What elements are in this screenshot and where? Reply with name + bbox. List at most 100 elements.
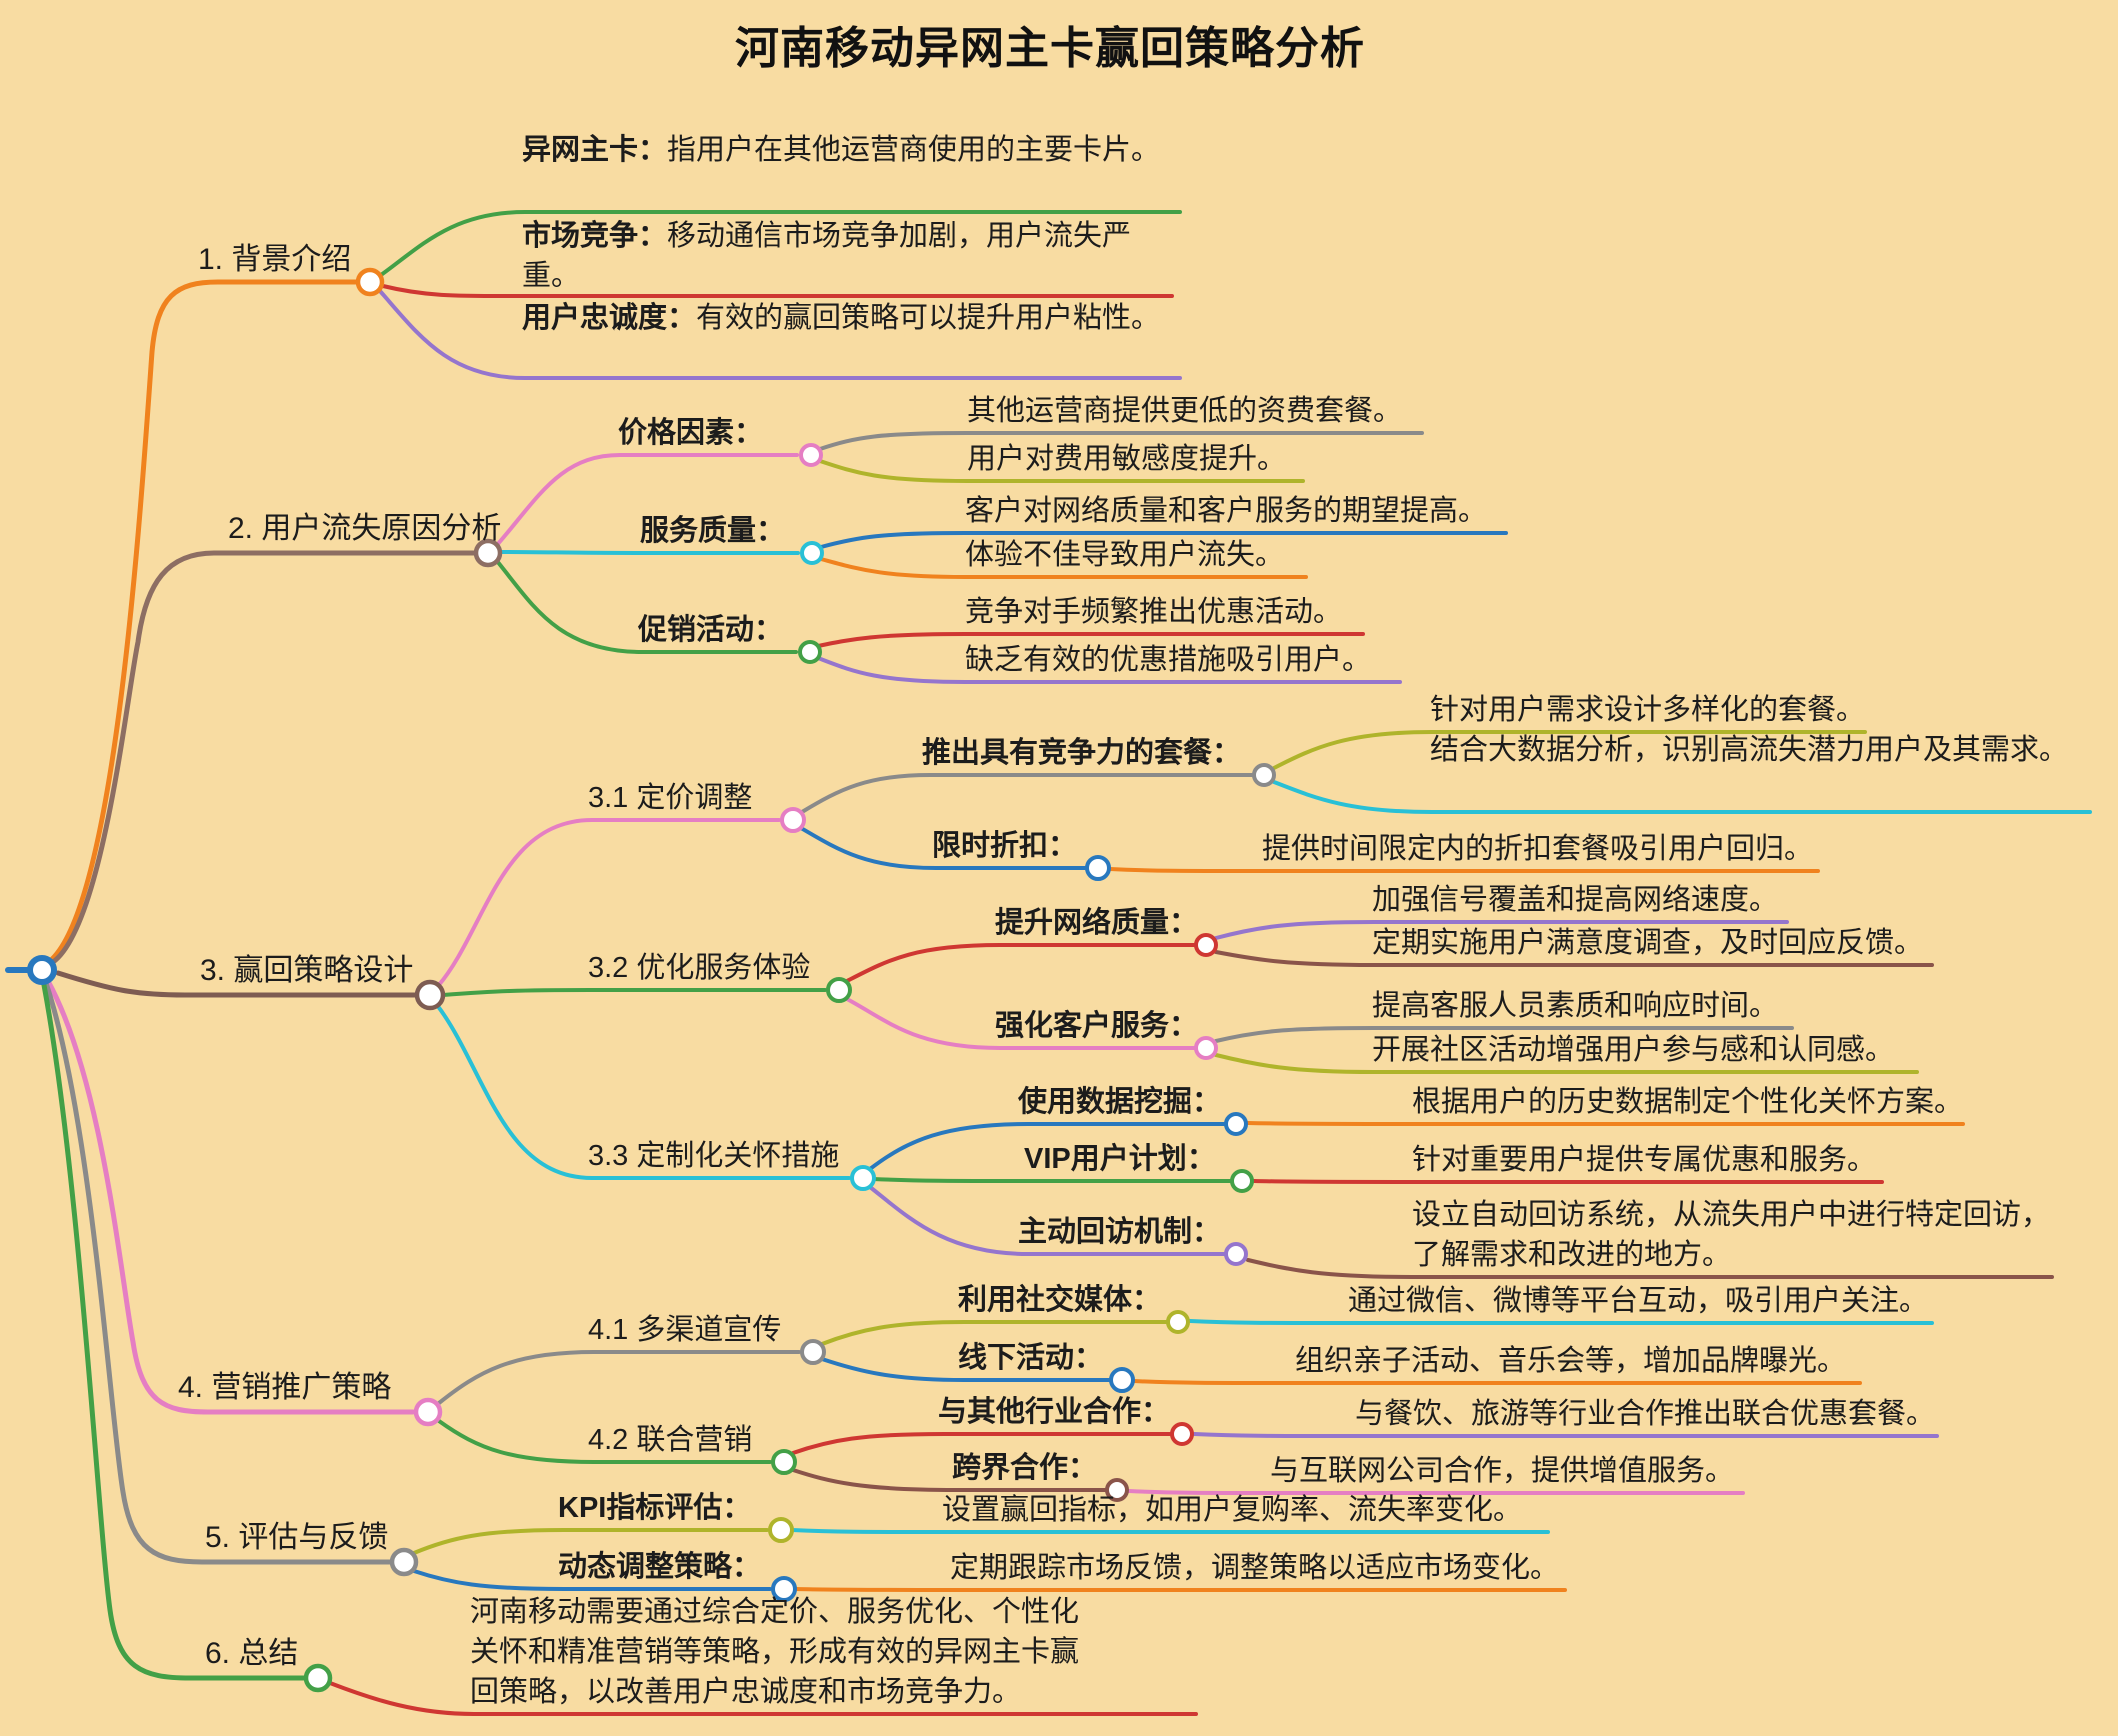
node-2-handle[interactable] [473,538,503,568]
node-price-factor-handle[interactable] [799,443,823,467]
node-3-2-handle[interactable] [826,977,852,1003]
edge-leaf-diverse-packages [1272,730,1867,770]
leaf-staff-quality[interactable]: 提高客服人员素质和响应时间。 [1372,990,1779,1022]
root-node-handle[interactable] [27,955,57,985]
node-service-quality-handle[interactable] [800,541,824,565]
edge-leaf-brand-exposure [1132,1379,1862,1385]
node-4-2-label[interactable]: 4.2 联合营销 [588,1424,753,1456]
node-competitive-package-handle[interactable] [1252,763,1276,787]
node-6-label[interactable]: 6. 总结 [205,1637,299,1670]
leaf-brand-exposure[interactable]: 组织亲子活动、音乐会等，增加品牌曝光。 [1295,1345,1847,1377]
leaf-fee-sensitivity[interactable]: 用户对费用敏感度提升。 [967,443,1287,475]
leaf-market-competition[interactable]: 市场竞争：移动通信市场竞争加剧，用户流失严重。 [522,216,1167,296]
node-competitive-package-label[interactable]: 推出具有竞争力的套餐： [922,737,1242,769]
node-promotion-handle[interactable] [798,640,822,664]
node-strengthen-service-label[interactable]: 强化客户服务： [995,1010,1199,1042]
node-service-quality-label[interactable]: 服务质量： [640,515,786,547]
node-4-label[interactable]: 4. 营销推广策略 [178,1371,392,1404]
leaf-bigdata-analysis[interactable]: 结合大数据分析，识别高流失潜力用户及其需求。 [1430,734,2069,766]
node-4-1-handle[interactable] [800,1339,826,1365]
leaf-vip-benefits[interactable]: 针对重要用户提供专属优惠和服务。 [1412,1144,1877,1176]
node-strengthen-service-handle[interactable] [1194,1036,1218,1060]
node-3-3-label[interactable]: 3.3 定制化关怀措施 [588,1140,840,1172]
leaf-time-limited-package[interactable]: 提供时间限定内的折扣套餐吸引用户回归。 [1262,833,1814,865]
node-1-label[interactable]: 1. 背景介绍 [198,243,352,276]
node-3-2-label[interactable]: 3.2 优化服务体验 [588,952,811,984]
node-improve-network-label[interactable]: 提升网络质量： [995,907,1199,939]
node-4-handle[interactable] [413,1397,443,1427]
edge-leaf-community-activity [1214,1053,1919,1074]
node-vip-plan-handle[interactable] [1230,1169,1254,1193]
leaf-expectation-rise[interactable]: 客户对网络质量和客户服务的期望提高。 [965,495,1488,527]
leaf-user-loyalty[interactable]: 用户忠诚度：有效的赢回策略可以提升用户粘性。 [522,298,1167,338]
leaf-wechat-weibo[interactable]: 通过微信、微博等平台互动，吸引用户关注。 [1348,1285,1929,1317]
node-social-media-label[interactable]: 利用社交媒体： [958,1284,1162,1316]
edge-leaf-wechat-weibo [1188,1319,1934,1325]
node-3-handle[interactable] [414,979,446,1011]
node-social-media-handle[interactable] [1166,1310,1190,1334]
node-callback-label[interactable]: 主动回访机制： [1018,1216,1222,1248]
leaf-auto-callback[interactable]: 设立自动回访系统，从流失用户中进行特定回访，了解需求和改进的地方。 [1412,1199,2051,1271]
node-callback-handle[interactable] [1224,1242,1248,1266]
node-dynamic-strategy-label[interactable]: 动态调整策略： [558,1551,762,1583]
edge-leaf-lower-tariff [818,431,1424,451]
node-1-handle[interactable] [355,267,385,297]
node-kpi-handle[interactable] [768,1517,794,1543]
leaf-competitor-promos[interactable]: 竞争对手频繁推出优惠活动。 [965,596,1343,628]
edge-leaf-satisfaction-survey [1214,950,1934,967]
node-data-mining-label[interactable]: 使用数据挖掘： [1018,1086,1222,1118]
leaf-satisfaction-survey[interactable]: 定期实施用户满意度调查，及时回应反馈。 [1372,927,1924,959]
node-4-2-handle[interactable] [771,1449,797,1475]
node-data-mining-handle[interactable] [1224,1112,1248,1136]
leaf-community-activity[interactable]: 开展社区活动增强用户参与感和认同感。 [1372,1034,1895,1066]
node-industry-coop-label[interactable]: 与其他行业合作： [938,1396,1171,1428]
edge-leaf-expectation-rise [819,531,1508,549]
node-limited-discount-label[interactable]: 限时折扣： [932,830,1078,862]
node-5-handle[interactable] [389,1547,419,1577]
leaf-lack-offers[interactable]: 缺乏有效的优惠措施吸引用户。 [965,644,1372,676]
node-dynamic-strategy-handle[interactable] [771,1576,797,1602]
leaf-user-loyalty-desc: 有效的赢回策略可以提升用户粘性。 [696,302,1161,334]
leaf-lower-tariff[interactable]: 其他运营商提供更低的资费套餐。 [967,395,1403,427]
edge-root-branch5 [43,980,393,1565]
edge-strengthen-service [845,997,1196,1050]
node-crossover-label[interactable]: 跨界合作： [952,1452,1098,1484]
node-2-label[interactable]: 2. 用户流失原因分析 [228,512,502,545]
node-3-3-handle[interactable] [850,1165,876,1191]
page-title: 河南移动异网主卡赢回策略分析 [735,24,1365,73]
node-improve-network-handle[interactable] [1194,933,1218,957]
leaf-signal-coverage[interactable]: 加强信号覆盖和提高网络速度。 [1372,884,1779,916]
leaf-track-feedback[interactable]: 定期跟踪市场反馈，调整策略以适应市场变化。 [950,1552,1560,1584]
node-limited-discount-handle[interactable] [1085,855,1111,881]
leaf-summary[interactable]: 河南移动需要通过综合定价、服务优化、个性化关怀和精准营销等策略，形成有效的异网主… [470,1596,1080,1708]
node-vip-plan-label[interactable]: VIP用户计划： [1024,1143,1216,1175]
node-kpi-label[interactable]: KPI指标评估： [558,1492,752,1524]
node-industry-coop-handle[interactable] [1170,1422,1194,1446]
edge-leaf-joint-packages [1192,1432,1939,1438]
node-4-1-label[interactable]: 4.1 多渠道宣传 [588,1314,782,1346]
leaf-market-competition-desc: 移动通信市场竞争加剧，用户流失严重。 [522,220,1132,292]
leaf-joint-packages[interactable]: 与餐饮、旅游等行业合作推出联合优惠套餐。 [1355,1398,1936,1430]
leaf-winback-metrics[interactable]: 设置赢回指标，如用户复购率、流失率变化。 [942,1494,1523,1526]
edge-root-branch1 [47,279,359,964]
node-price-factor-label[interactable]: 价格因素： [618,417,764,449]
edge-root-branch2 [47,550,477,967]
node-offline-activity-handle[interactable] [1109,1367,1135,1393]
node-3-1-label[interactable]: 3.1 定价调整 [588,782,753,814]
edge-promotion-activity [495,559,798,654]
leaf-internet-companies[interactable]: 与互联网公司合作，提供增值服务。 [1270,1455,1735,1487]
leaf-personalized-care[interactable]: 根据用户的历史数据制定个性化关怀方案。 [1412,1086,1964,1118]
node-6-handle[interactable] [303,1663,333,1693]
node-crossover-handle[interactable] [1105,1478,1129,1502]
leaf-diverse-packages[interactable]: 针对用户需求设计多样化的套餐。 [1430,694,1866,726]
leaf-bad-experience[interactable]: 体验不佳导致用户流失。 [965,539,1285,571]
node-3-label[interactable]: 3. 赢回策略设计 [200,954,414,987]
node-5-label[interactable]: 5. 评估与反馈 [205,1521,389,1554]
node-promotion-label[interactable]: 促销活动： [638,614,784,646]
edge-improve-network [845,943,1196,983]
node-3-1-handle[interactable] [780,807,806,833]
leaf-other-network-card[interactable]: 异网主卡：指用户在其他运营商使用的主要卡片。 [522,130,1167,170]
node-offline-activity-label[interactable]: 线下活动： [958,1342,1104,1374]
edge-industry-cooperation [791,1432,1172,1455]
